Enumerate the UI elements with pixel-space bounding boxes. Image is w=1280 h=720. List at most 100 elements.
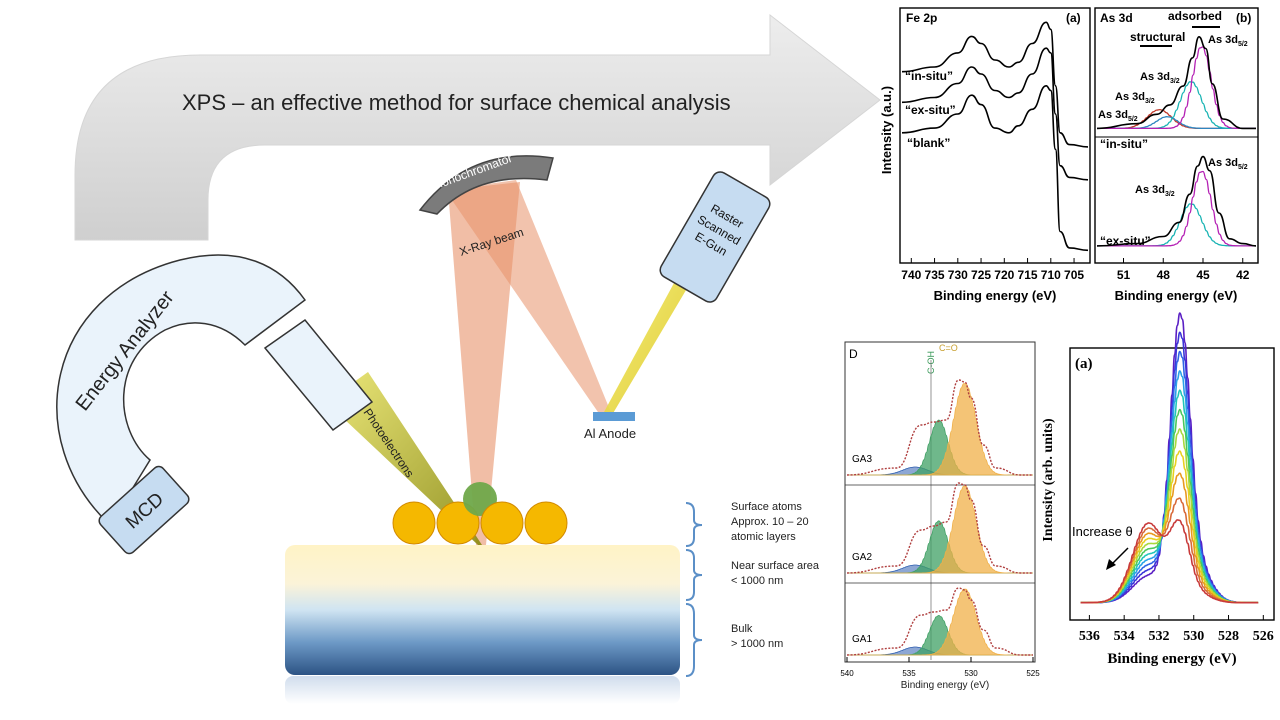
- peak-label-co: C=O: [939, 343, 958, 353]
- peak-annotation: As 3d5/2: [1208, 34, 1248, 48]
- xray-beam-sample: [448, 182, 520, 545]
- series-label: GA2: [852, 552, 872, 563]
- layer-label-bulk: Bulk > 1000 nm: [731, 623, 783, 650]
- analyzer-entrance: [263, 318, 374, 432]
- headline: XPS – an effective method for surface ch…: [182, 90, 731, 115]
- fit-adsorbed-3d5-2: [1096, 46, 1256, 130]
- series-line: [901, 84, 1089, 252]
- svg-text:> 1000 nm: > 1000 nm: [731, 638, 783, 650]
- x-tick-label: 535: [902, 669, 916, 678]
- peak-annotation: As 3d3/2: [1115, 91, 1155, 105]
- x-axis-label: Binding energy (eV): [1115, 288, 1238, 303]
- peak-annotation: As 3d3/2: [1135, 184, 1175, 198]
- surface-atom: [392, 501, 436, 545]
- panel-label: (a): [1075, 356, 1093, 372]
- series-line: [1080, 519, 1259, 604]
- x-tick-label: 725: [971, 268, 991, 282]
- x-tick-label: 715: [1018, 268, 1038, 282]
- fit-ex-situ-3d5-2: [1097, 170, 1256, 247]
- series-line: [846, 587, 1033, 656]
- x-axis-label: Binding energy (eV): [901, 680, 989, 691]
- x-tick-label: 534: [1114, 629, 1135, 644]
- surface-atom: [436, 501, 480, 545]
- peak-annotation: As 3d5/2: [1098, 109, 1138, 123]
- photoelectron-beam: [326, 372, 482, 545]
- panel-label: (a): [1066, 11, 1081, 25]
- fit-component-co: [847, 588, 1033, 656]
- panel-label: D: [849, 347, 858, 361]
- x-tick-label: 710: [1041, 268, 1061, 282]
- layer-label-surface: Surface atoms Approx. 10 – 20 atomic lay…: [731, 501, 809, 543]
- x-tick-label: 540: [840, 669, 854, 678]
- brace-near-surface: [685, 549, 703, 601]
- x-tick-label: 720: [994, 268, 1014, 282]
- chart-as3d: As 3d adsorbed (b) structural “in-situ”“…: [1094, 7, 1259, 303]
- layer-label-near-surface: Near surface area < 1000 nm: [731, 560, 820, 587]
- mcd: MCD: [98, 465, 190, 555]
- corner-label: Fe 2p: [906, 11, 937, 25]
- brace-surface: [685, 502, 703, 547]
- series-line: [901, 21, 1089, 148]
- x-tick-label: 532: [1148, 629, 1169, 644]
- surface-atom: [480, 501, 524, 545]
- x-tick-label: 705: [1064, 268, 1084, 282]
- series-label: GA3: [852, 454, 872, 465]
- series-label: “in-situ”: [905, 69, 953, 83]
- chart-fe2p: Intensity (a.u.) Fe 2p (a) “in-situ”“ex-…: [879, 7, 1091, 303]
- x-axis-label: Binding energy (eV): [934, 288, 1057, 303]
- panel-label: (b): [1236, 11, 1251, 25]
- surface-atom: [524, 501, 568, 545]
- al-anode: [593, 412, 635, 421]
- annotation-increase-theta: Increase θ: [1072, 524, 1133, 539]
- sample-slab: [285, 545, 680, 675]
- energy-analyzer: Energy Analyzer: [56, 254, 374, 527]
- svg-text:Approx. 10 – 20: Approx. 10 – 20: [731, 516, 809, 528]
- y-axis-label: Intensity (arb. units): [1041, 418, 1056, 542]
- series-line: [846, 379, 1033, 476]
- monochromator: [418, 155, 554, 215]
- series-line: [901, 47, 1089, 181]
- slab-reflection: [285, 676, 680, 704]
- x-tick-label: 528: [1218, 629, 1239, 644]
- x-tick-label: 48: [1157, 268, 1171, 282]
- peak-annotation: As 3d3/2: [1140, 71, 1180, 85]
- x-tick-label: 42: [1236, 268, 1250, 282]
- annotation-arrowhead: [1106, 559, 1116, 570]
- svg-text:Surface atoms: Surface atoms: [731, 501, 802, 513]
- x-tick-label: 536: [1079, 629, 1100, 644]
- series-label: “blank”: [907, 136, 950, 150]
- al-anode-label: Al Anode: [584, 426, 636, 441]
- peak-annotation: As 3d5/2: [1208, 157, 1248, 171]
- annotation-structural: structural: [1130, 30, 1185, 44]
- chart-angle-resolved: Intensity (arb. units) (a) Increase θ 53…: [1041, 312, 1275, 667]
- x-tick-label: 740: [901, 268, 921, 282]
- x-tick-label: 530: [1183, 629, 1204, 644]
- svg-text:< 1000 nm: < 1000 nm: [731, 575, 783, 587]
- series-line: [1096, 155, 1257, 247]
- x-tick-label: 730: [948, 268, 968, 282]
- fit-component-co: [846, 485, 1033, 574]
- x-tick-label: 51: [1117, 268, 1131, 282]
- series-label: GA1: [852, 634, 872, 645]
- plot-frame: [844, 341, 1036, 663]
- series-line: [1096, 35, 1256, 130]
- fit-component-co: [846, 383, 1033, 476]
- x-tick-label: 530: [964, 669, 978, 678]
- brace-bulk: [685, 603, 703, 677]
- series-line: [846, 482, 1033, 574]
- egun: Raster Scanned E-Gun: [659, 171, 771, 303]
- x-axis-label: Binding energy (eV): [1107, 651, 1236, 667]
- x-tick-label: 525: [1026, 669, 1040, 678]
- svg-text:Bulk: Bulk: [731, 623, 753, 635]
- series-label: “in-situ”: [1100, 137, 1148, 151]
- curved-arrow: [74, 13, 881, 241]
- svg-text:atomic layers: atomic layers: [731, 531, 796, 543]
- y-axis-label: Intensity (a.u.): [879, 86, 894, 174]
- plot-frame: [1094, 7, 1259, 264]
- xps-schematic: Monochromator X-Ray beam Raster Scanned …: [56, 151, 820, 704]
- x-tick-label: 45: [1196, 268, 1210, 282]
- annotation-arrow: [1111, 547, 1129, 565]
- svg-text:Near surface area: Near surface area: [731, 560, 820, 572]
